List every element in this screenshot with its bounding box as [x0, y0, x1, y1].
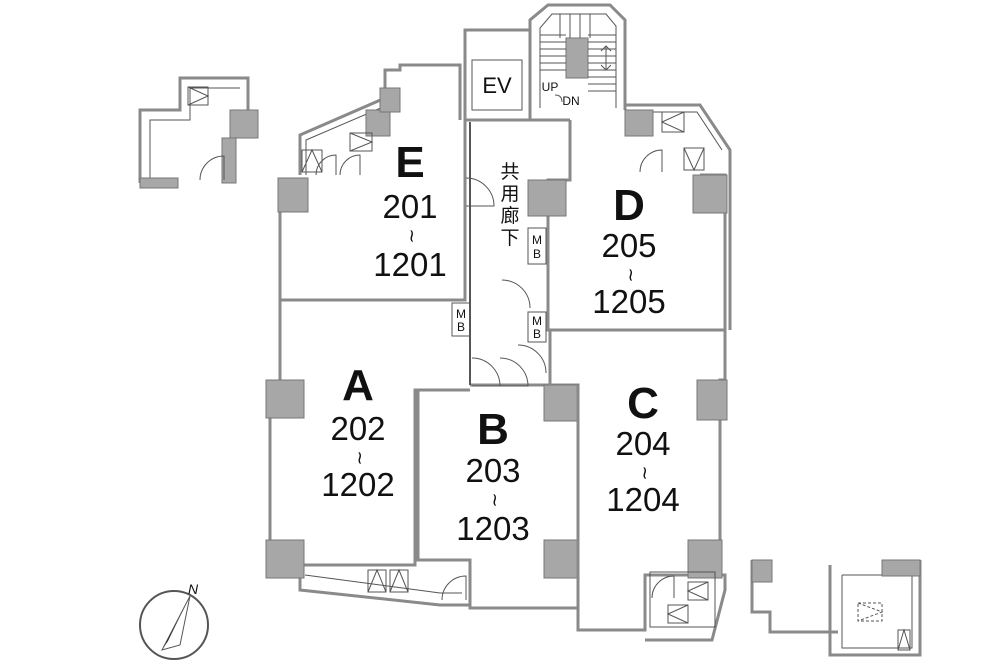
corridor-char-2: 用: [500, 183, 519, 205]
stair-down-label: DN: [562, 94, 579, 108]
svg-text:B: B: [533, 327, 541, 341]
meter-box-1: M B: [527, 227, 547, 265]
svg-text:1201: 1201: [373, 246, 446, 283]
corridor-char-4: 下: [500, 227, 519, 249]
elevator-core: EV: [463, 28, 532, 122]
svg-text:1204: 1204: [606, 481, 679, 518]
balcony-bottom-right: [750, 559, 922, 657]
svg-text:~: ~: [620, 267, 641, 282]
north-compass-icon: N: [139, 581, 209, 660]
elevator-label: EV: [482, 73, 512, 98]
svg-text:203: 203: [465, 452, 520, 489]
svg-text:1203: 1203: [456, 510, 529, 547]
svg-text:205: 205: [601, 227, 656, 264]
svg-text:1205: 1205: [592, 283, 665, 320]
unit-e-room: [277, 63, 495, 302]
north-label: N: [188, 581, 199, 597]
svg-text:B: B: [533, 247, 541, 261]
svg-text:~: ~: [401, 228, 422, 243]
unit-c-room: [548, 330, 728, 642]
common-corridor: 共 用 廊 下: [469, 118, 570, 387]
unit-label-c: C 204 ~ 1204: [606, 379, 679, 518]
stair-core: UP DN: [528, 3, 627, 110]
svg-text:M: M: [532, 314, 542, 328]
unit-a-room: [265, 300, 472, 607]
meter-box-3: M B: [527, 311, 547, 343]
corridor-char-1: 共: [500, 161, 519, 183]
meter-box-2: M B: [451, 302, 471, 337]
balcony-top-left: [138, 76, 259, 189]
stair-up-label: UP: [542, 80, 559, 94]
svg-text:B: B: [477, 405, 509, 454]
svg-text:~: ~: [349, 450, 370, 465]
svg-text:~: ~: [634, 465, 655, 480]
svg-text:202: 202: [330, 410, 385, 447]
svg-text:1202: 1202: [321, 466, 394, 503]
unit-d-room: [527, 103, 732, 332]
svg-text:E: E: [395, 138, 424, 187]
svg-text:M: M: [456, 307, 466, 321]
svg-text:C: C: [627, 379, 659, 428]
svg-text:204: 204: [615, 425, 670, 462]
svg-text:M: M: [532, 233, 542, 247]
unit-label-e: E 201 ~ 1201: [373, 138, 446, 283]
svg-text:A: A: [342, 361, 374, 410]
unit-label-b: B 203 ~ 1203: [456, 405, 529, 547]
svg-text:D: D: [613, 181, 645, 230]
unit-label-d: D 205 ~ 1205: [592, 181, 665, 320]
svg-text:~: ~: [484, 492, 505, 507]
stair-treads: [540, 14, 616, 92]
svg-text:B: B: [457, 320, 465, 334]
unit-label-a: A 202 ~ 1202: [321, 361, 394, 503]
svg-text:201: 201: [382, 188, 437, 225]
corridor-char-3: 廊: [500, 205, 519, 227]
